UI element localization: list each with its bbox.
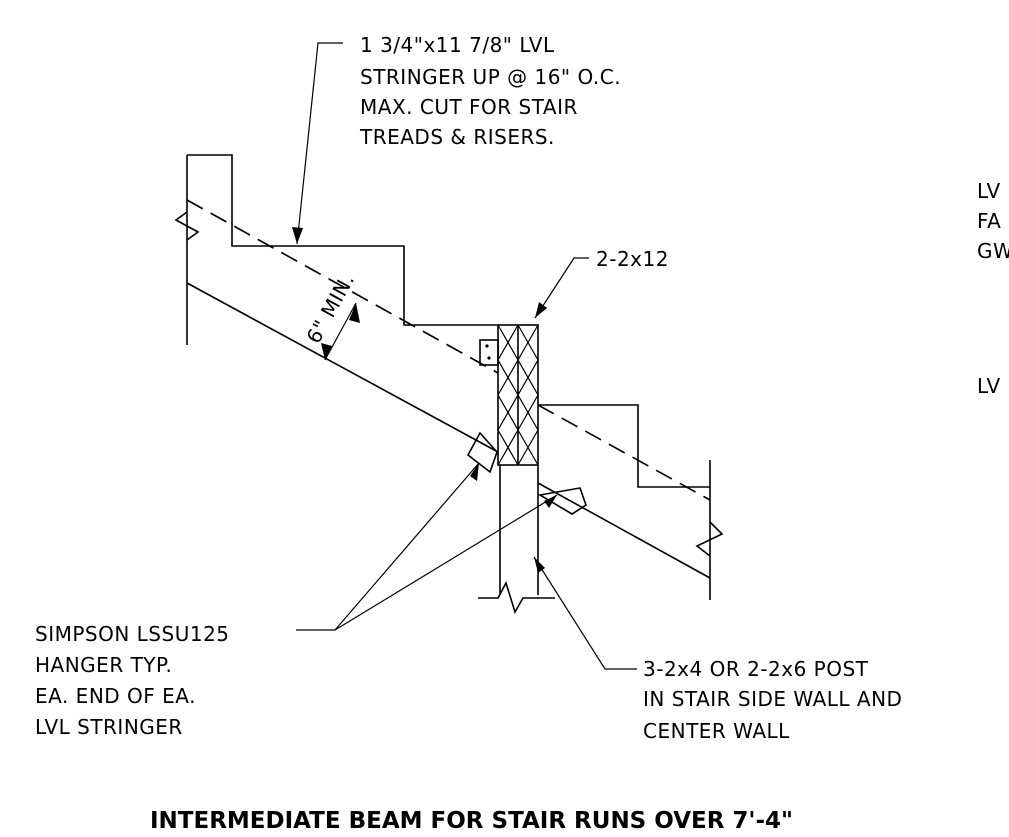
post-note-line-3: CENTER WALL	[643, 719, 790, 743]
post	[478, 465, 555, 614]
post-note-line-2: IN STAIR SIDE WALL AND	[643, 687, 902, 711]
right-note-2: FA	[977, 209, 1001, 233]
stringer-note-line-3: MAX. CUT FOR STAIR	[360, 95, 578, 119]
post-note-line-1: 3-2x4 OR 2-2x6 POST	[643, 657, 869, 681]
right-note-1: LV	[977, 179, 1001, 203]
right-note-4: LV	[977, 374, 1001, 398]
lower-wall	[695, 460, 724, 600]
beam-2-2x12	[479, 324, 539, 466]
lower-stringer	[537, 404, 711, 579]
detail-title: INTERMEDIATE BEAM FOR STAIR RUNS OVER 7'…	[150, 808, 793, 834]
hanger-note-line-3: EA. END OF EA.	[35, 684, 196, 708]
min-dim-label: 6" MIN.	[301, 269, 359, 347]
stringer-note: 1 3/4"x11 7/8" LVL STRINGER UP @ 16" O.C…	[359, 33, 621, 149]
stringer-note-line-4: TREADS & RISERS.	[359, 125, 555, 149]
min-depth-dimension: 6" MIN.	[301, 269, 360, 361]
hanger-upper	[466, 431, 498, 474]
hanger-lower	[537, 487, 587, 515]
hanger-note-line-4: LVL STRINGER	[35, 715, 183, 739]
upper-stringer	[186, 175, 499, 453]
beam-label: 2-2x12	[596, 247, 669, 271]
stringer-note-line-1: 1 3/4"x11 7/8" LVL	[360, 33, 555, 57]
leader-lines	[292, 42, 637, 670]
stringer-note-line-2: STRINGER UP @ 16" O.C.	[360, 65, 621, 89]
right-partial-notes: LV FA GW LV	[977, 179, 1009, 398]
right-note-3: GW	[977, 239, 1009, 263]
upper-wall	[174, 154, 233, 345]
hanger-note-line-1: SIMPSON LSSU125	[35, 622, 230, 646]
post-note: 3-2x4 OR 2-2x6 POST IN STAIR SIDE WALL A…	[643, 657, 902, 743]
hanger-note-line-2: HANGER TYP.	[35, 653, 172, 677]
hanger-note: SIMPSON LSSU125 HANGER TYP. EA. END OF E…	[35, 622, 230, 739]
